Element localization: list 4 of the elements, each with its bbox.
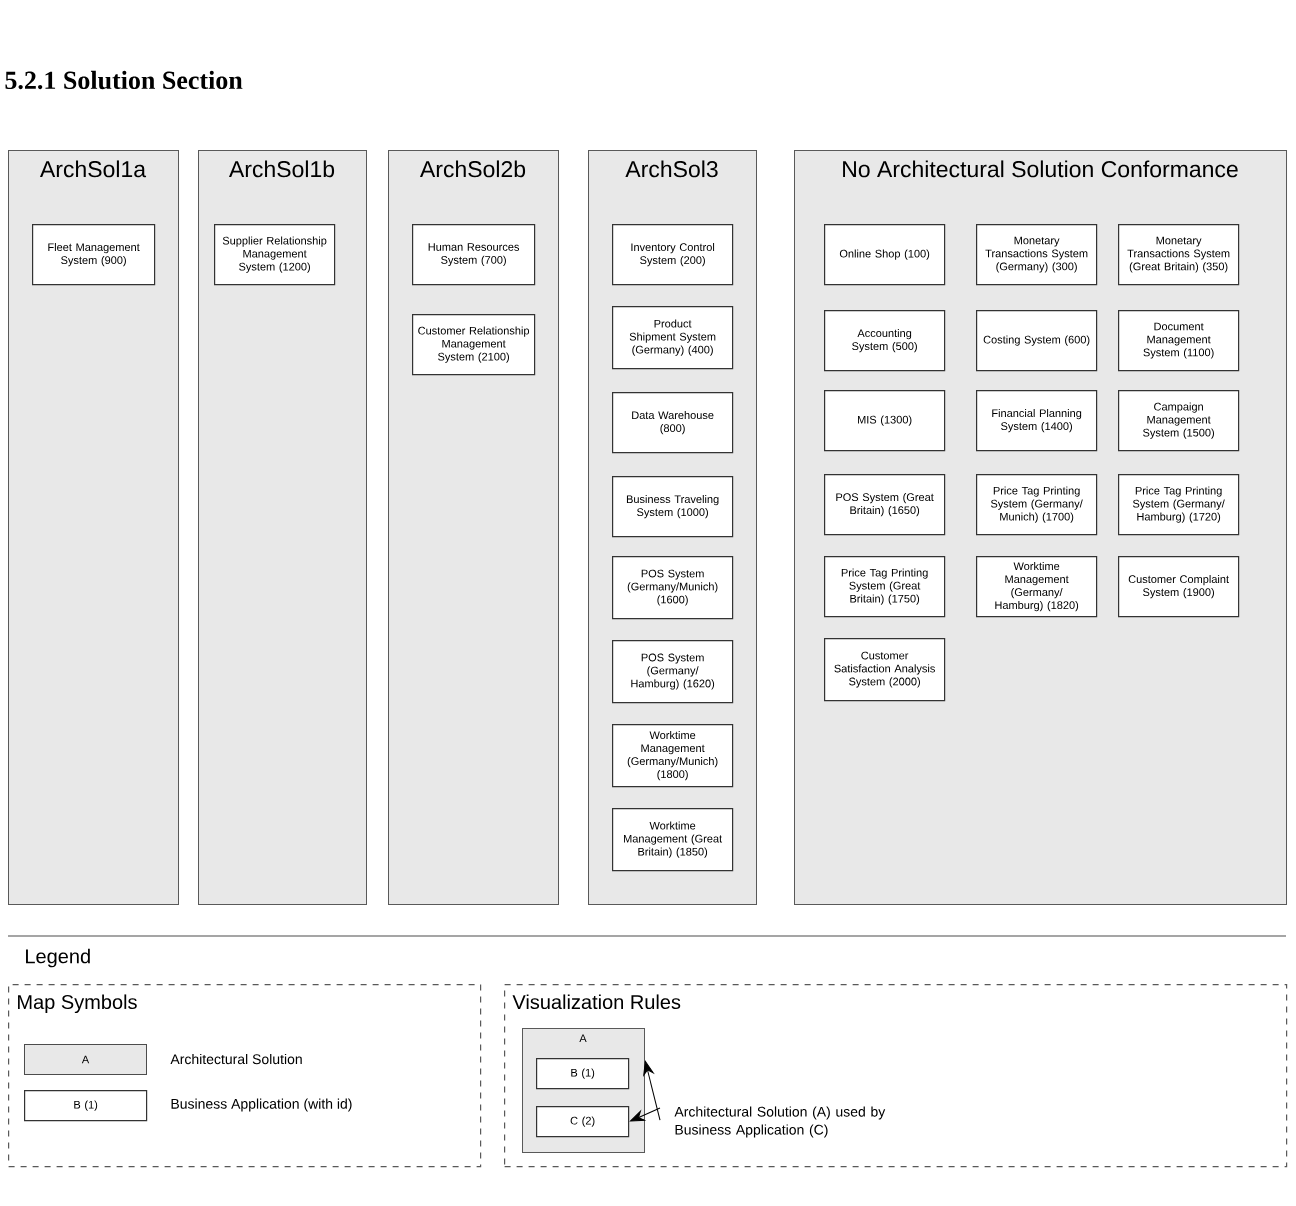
arrow <box>643 1060 661 1121</box>
arrow <box>630 1107 661 1122</box>
legend-heading: Legend <box>26 948 90 968</box>
section-heading: 5.2.1 Solution Section <box>5 70 243 90</box>
